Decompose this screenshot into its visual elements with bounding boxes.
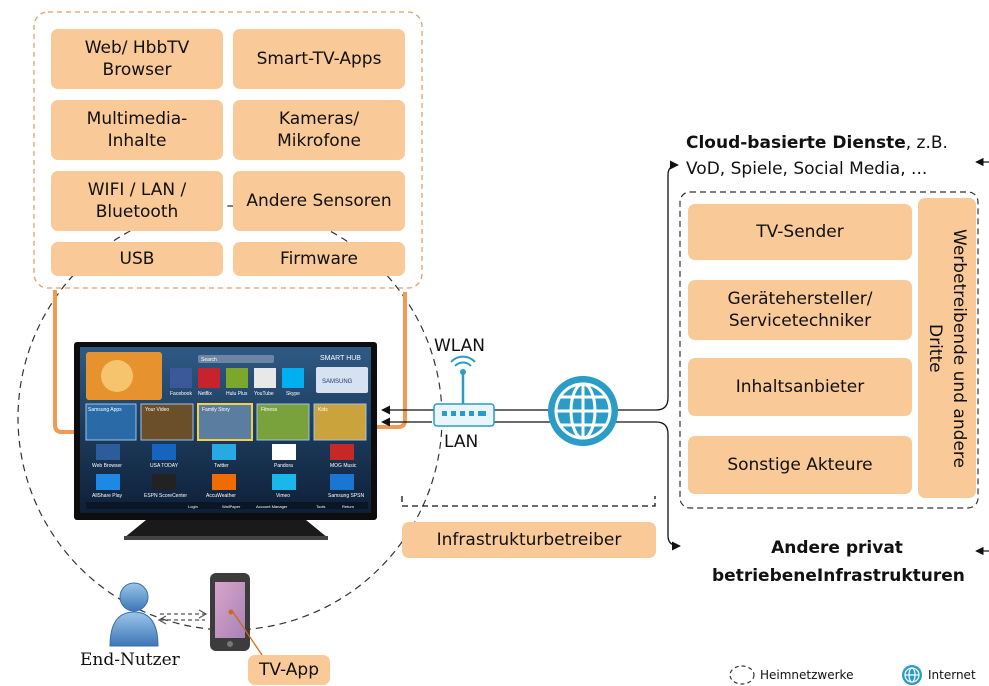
inhaltsanbieter-label: Inhaltsanbieter	[735, 377, 865, 397]
phone-user-arrow-head	[157, 615, 167, 625]
tv-search-text: Search	[201, 357, 217, 363]
sonstige-akteure-label: Sonstige Akteure	[727, 455, 873, 475]
infrastructure-bracket	[401, 496, 656, 507]
tv-screen-text: Search SMART HUB SAMSUNG Facebook Netfli…	[88, 355, 365, 509]
wlan-label: WLAN	[434, 336, 486, 356]
geraetehersteller-box: Gerätehersteller/Servicetechniker	[688, 280, 912, 340]
multimedia-label: Multimedia-Inhalte	[86, 109, 188, 151]
tv-app-8: Twitter	[214, 463, 229, 469]
phone-icon	[210, 573, 250, 651]
firmware-label: Firmware	[280, 249, 358, 269]
infrastruktur-label: Infrastrukturbetreiber	[436, 530, 622, 550]
kameras-label: Kameras/Mikrofone	[277, 109, 361, 151]
user-phone-arrow-head	[198, 609, 208, 619]
tv-app-4: YouTube	[254, 391, 274, 397]
tv-app-14: Vimeo	[276, 493, 290, 499]
tv-bottom-5: Return	[342, 504, 354, 509]
tv-app-5: Skype	[286, 391, 300, 397]
device-group-border	[33, 11, 423, 289]
tv-app-2: Netflix	[198, 391, 212, 397]
tv-app-12: ESPN ScoreCenter	[144, 493, 187, 499]
end-nutzer-label: End-Nutzer	[80, 650, 180, 670]
tv-app-6: Web Browser	[92, 463, 122, 469]
smart-tv-apps-box: Smart-TV-Apps	[233, 29, 405, 89]
line-to-andere-privat	[494, 421, 681, 551]
tv-tile-4: Fitness	[261, 407, 278, 413]
router-icon	[433, 355, 495, 427]
tv-tile-2: Your Video	[145, 407, 169, 413]
wifi-box: WIFI / LAN /Bluetooth	[51, 171, 223, 231]
kameras-box: Kameras/Mikrofone	[233, 100, 405, 160]
legend-heimnetz-label: Heimnetzwerke	[760, 668, 854, 682]
usb-label: USB	[119, 249, 155, 269]
legend-heimnetz-symbol	[729, 665, 755, 685]
tv-sender-label: TV-Sender	[756, 222, 844, 242]
end-user-icon	[109, 582, 159, 647]
multimedia-box: Multimedia-Inhalte	[51, 100, 223, 160]
tv-sender-box: TV-Sender	[688, 204, 912, 260]
cloud-text: Cloud-basierte Dienste, z.B. VoD, Spiele…	[686, 130, 948, 182]
sonstige-akteure-box: Sonstige Akteure	[688, 436, 912, 494]
tv-smart-hub-text: SMART HUB	[320, 355, 361, 362]
geraetehersteller-label: Gerätehersteller/Servicetechniker	[727, 289, 873, 331]
tv-app-15: Samsung SPSN	[328, 493, 365, 499]
tv-bottom-3: Account Manager	[256, 504, 288, 509]
cloud-title-rest: , z.B.	[905, 133, 948, 153]
tv-app-1: Facebook	[170, 391, 192, 397]
lan-label: LAN	[444, 432, 479, 452]
tv-bottom-2: WallPaper	[222, 504, 241, 509]
tv-tile-1: Samsung Apps	[88, 407, 122, 413]
orange-connector-left	[53, 290, 96, 434]
smart-tv-icon	[74, 342, 377, 540]
wifi-label: WIFI / LAN /Bluetooth	[87, 180, 187, 222]
tv-bottom-1: Login	[188, 504, 198, 509]
andere-privat-label: Andere privat betriebeneInfrastrukturen	[712, 538, 965, 586]
andere-sensoren-box: Andere Sensoren	[233, 171, 405, 231]
tv-tile-5: Kids	[318, 407, 328, 413]
cloud-title-bold: Cloud-basierte Dienste	[686, 133, 906, 153]
tv-app-label: TV-App	[259, 660, 319, 680]
cloud-line2: VoD, Spiele, Social Media, ...	[686, 159, 928, 179]
legend-internet-symbol	[902, 665, 922, 685]
smart-tv-apps-label: Smart-TV-Apps	[256, 49, 382, 69]
andere-sensoren-label: Andere Sensoren	[246, 191, 392, 211]
firmware-box: Firmware	[233, 242, 405, 276]
tv-tile-3: Family Story	[202, 407, 230, 413]
tv-app-7: USA TODAY	[150, 463, 179, 469]
tv-app-3: Hulu Plus	[226, 391, 248, 397]
usb-box: USB	[51, 242, 223, 276]
line-to-cloud	[494, 160, 679, 411]
orange-connector-right	[366, 292, 407, 429]
infrastruktur-box: Infrastrukturbetreiber	[402, 522, 656, 558]
tv-samsung-text: SAMSUNG	[322, 379, 353, 385]
legend-internet-label: Internet	[928, 668, 976, 682]
actor-group-border	[679, 191, 979, 509]
tv-app-10: MOG Music	[330, 463, 357, 469]
tv-app-box: TV-App	[248, 655, 330, 685]
internet-globe-icon	[548, 376, 618, 446]
tv-app-13: AccuWeather	[206, 493, 236, 499]
tv-bottom-4: Tools	[316, 504, 325, 509]
tv-app-9: Pandora	[274, 463, 293, 469]
inhaltsanbieter-box: Inhaltsanbieter	[688, 358, 912, 416]
phone-to-tvapp-line	[232, 611, 263, 656]
tv-app-11: AllShare Play	[92, 493, 123, 499]
